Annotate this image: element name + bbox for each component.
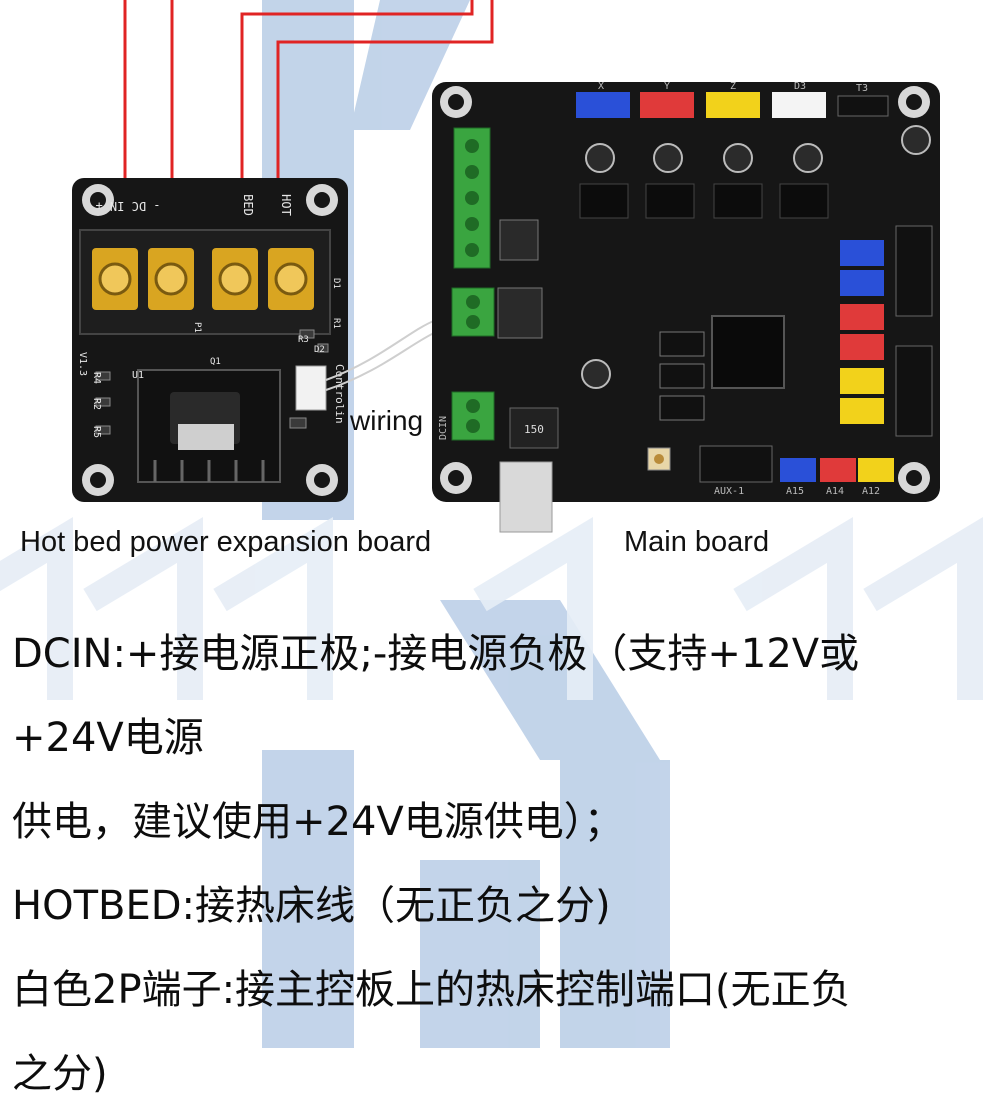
endstop-connectors [840,240,884,424]
conn-t3-label: T3 [856,83,868,94]
silk-bed: BED [241,194,255,216]
red-wires [123,0,494,180]
screw-terminals [92,248,314,310]
silk-u1: U1 [132,370,144,381]
silk-d1: D1 [331,278,341,289]
silk-hot: HOT [279,194,293,216]
aux-label: AUX-1 [714,486,744,497]
conn-y-label: Y [664,81,670,92]
green-terminals [451,127,495,441]
caption-main-board: Main board [624,526,770,558]
product-figure: - DC IN + BED HOT V1.3 U1 Q1 R4 R2 R5 P1… [72,0,940,533]
text-line-5: 白色2P端子:接主控板上的热床控制端口(无正负 [12,967,851,1013]
text-line-4: HOTBED:接热床线（无正负之分) [12,883,611,929]
inductor-label: 150 [524,423,544,436]
silk-r5: R5 [91,426,102,438]
silk-q1: Q1 [210,357,221,367]
conn-z-label: Z [730,81,736,92]
text-line-1: DCIN:+接电源正极;-接电源负极（支持+12V或 [12,631,860,677]
a15-label: A15 [786,486,804,497]
dcin-label: DCIN [438,416,449,440]
silk-r4: R4 [91,372,102,384]
a14-label: A14 [826,486,844,497]
silk-r2: R2 [91,398,102,410]
conn-d3-label: D3 [794,81,806,92]
silk-version: V1.3 [77,352,88,376]
text-line-6: 之分) [12,1051,108,1097]
text-line-3: 供电，建议使用+24V电源供电）； [12,799,624,845]
silk-d2: D2 [314,345,325,355]
caption-power-board: Hot bed power expansion board [20,526,432,558]
description-text: DCIN:+接电源正极;-接电源负极（支持+12V或 +24V电源 供电，建议使… [12,612,992,1116]
silk-dcin: - DC IN + [95,199,160,213]
wiring-label: wiring [349,405,423,436]
main-board: X Y Z D3 T3 AUX-1 A15 A14 A12 DCIN [432,81,940,533]
conn-x-label: X [598,81,604,92]
silk-p1: P1 [192,322,202,333]
silk-r3: R3 [298,335,309,345]
silk-controlin: Controlin [333,364,346,424]
top-connectors [576,92,889,118]
a12-label: A12 [862,486,880,497]
power-expansion-board: - DC IN + BED HOT V1.3 U1 Q1 R4 R2 R5 P1… [72,178,348,502]
silk-r1: R1 [331,318,341,329]
text-line-2: +24V电源 [12,715,204,761]
